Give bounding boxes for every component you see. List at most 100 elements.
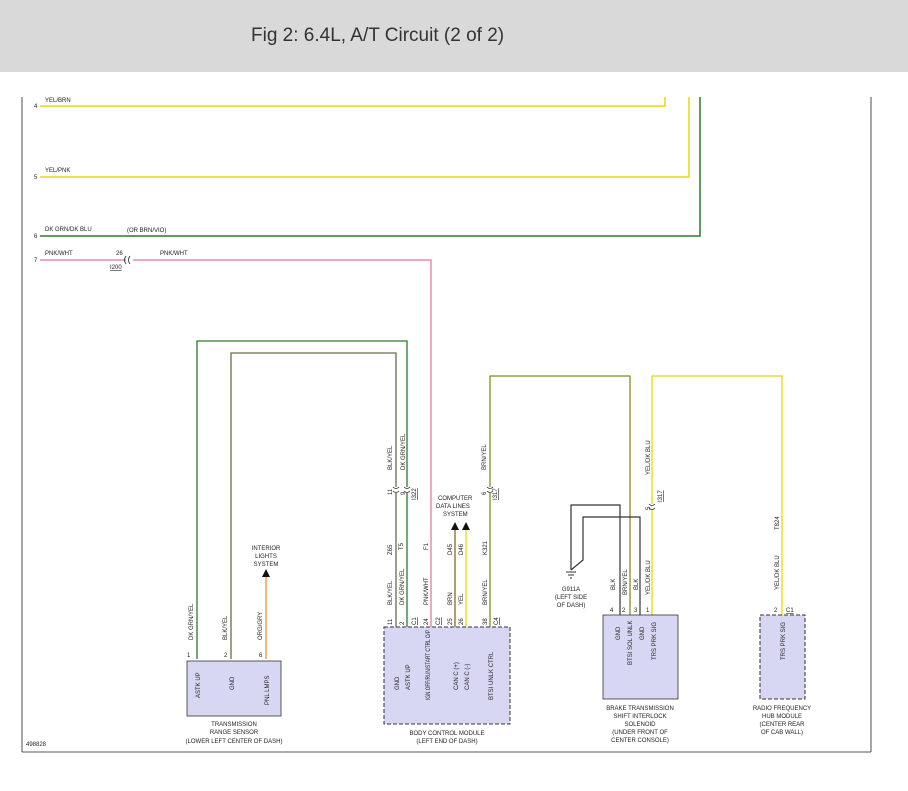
svg-text:(UNDER FRONT OF: (UNDER FRONT OF — [612, 730, 668, 736]
svg-text:4: 4 — [610, 608, 614, 614]
svg-text:K321: K321 — [483, 540, 489, 555]
circuit-5-wire: 5 YEL/PNK — [34, 97, 690, 181]
svg-text:BLK/YEL: BLK/YEL — [388, 445, 394, 470]
svg-text:GND: GND — [616, 626, 622, 640]
svg-text:1: 1 — [646, 608, 650, 614]
svg-text:5: 5 — [646, 506, 652, 510]
transmission-range-sensor: DK GRN/YEL BLK/YEL ORG/GRY 1 2 6 ASTK UP… — [186, 603, 283, 745]
svg-text:CAN C (+): CAN C (+) — [454, 662, 460, 690]
ground-g911a: G911A (LEFT SIDE OF DASH) — [555, 504, 641, 615]
svg-text:OF DASH): OF DASH) — [557, 603, 586, 609]
svg-text:I200: I200 — [110, 265, 122, 271]
svg-text:C2: C2 — [436, 617, 442, 625]
svg-text:3: 3 — [634, 608, 638, 614]
svg-text:BTSI SOL UNLK: BTSI SOL UNLK — [628, 621, 634, 665]
svg-text:BRN: BRN — [448, 592, 454, 605]
svg-text:SOLENOID: SOLENOID — [624, 722, 656, 728]
circuit-4-wire: 4 YEL/BRN — [34, 97, 666, 110]
btsi-unlk-wire: BRN/YEL 6 I317 — [482, 375, 631, 627]
svg-text:9: 9 — [401, 491, 407, 495]
svg-text:PNL LMPS: PNL LMPS — [265, 676, 271, 705]
bcm-wire-labels: BLK/YEL DK GRN/YEL PNK/WHT BRN YEL BRN/Y… — [388, 568, 489, 605]
svg-text:HUB MODULE: HUB MODULE — [762, 714, 802, 720]
circuit-7-wire: 7 PNK/WHT 26 I200 PNK/WHT — [34, 251, 432, 627]
svg-text:RANGE SENSOR: RANGE SENSOR — [210, 730, 259, 736]
svg-text:IGN OFF/RUN/START CTRL O/P: IGN OFF/RUN/START CTRL O/P — [426, 630, 432, 700]
svg-text:D45: D45 — [448, 543, 454, 555]
svg-text:(OR BRN/VIO): (OR BRN/VIO) — [127, 228, 166, 234]
svg-text:1: 1 — [187, 653, 191, 659]
svg-text:BLK: BLK — [634, 579, 640, 590]
svg-text:BRAKE TRANSMISSION: BRAKE TRANSMISSION — [606, 706, 674, 712]
svg-text:COMPUTER: COMPUTER — [438, 496, 473, 502]
svg-text:D46: D46 — [459, 543, 465, 555]
svg-text:BLK/YEL: BLK/YEL — [223, 615, 229, 640]
svg-text:6: 6 — [482, 491, 488, 495]
connector-i322: BLK/YEL DK GRN/YEL 11 9 I322 — [388, 433, 418, 500]
svg-text:DK GRN/YEL: DK GRN/YEL — [189, 603, 195, 640]
svg-text:2: 2 — [400, 621, 406, 625]
btsi-solenoid: BLK BRN/YEL BLK YEL/DK BLU 4 2 3 1 GND B… — [602, 560, 679, 744]
circuit-6-wire: 6 DK GRN/DK BLU (OR BRN/VIO) — [34, 97, 701, 240]
svg-text:RADIO FREQUENCY: RADIO FREQUENCY — [753, 706, 811, 712]
svg-text:CAN C (-): CAN C (-) — [465, 664, 471, 690]
svg-text:PNK/WHT: PNK/WHT — [45, 251, 73, 257]
svg-text:38: 38 — [483, 618, 489, 625]
svg-text:LIGHTS: LIGHTS — [255, 554, 277, 560]
svg-text:YEL/DK BLU: YEL/DK BLU — [646, 440, 652, 475]
figure-title: Fig 2: 6.4L, A/T Circuit (2 of 2) — [251, 25, 505, 46]
svg-text:I317: I317 — [493, 488, 499, 500]
svg-text:11: 11 — [388, 488, 394, 495]
svg-text:PNK/WHT: PNK/WHT — [424, 577, 430, 605]
svg-text:C1: C1 — [412, 617, 418, 625]
svg-text:26: 26 — [459, 618, 465, 625]
svg-text:BODY CONTROL MODULE: BODY CONTROL MODULE — [409, 731, 484, 737]
svg-text:2: 2 — [774, 608, 778, 614]
svg-text:YEL: YEL — [459, 593, 465, 605]
svg-text:T5: T5 — [399, 542, 405, 550]
svg-text:ASTK UP: ASTK UP — [406, 664, 412, 690]
svg-text:4: 4 — [34, 104, 38, 110]
svg-text:24: 24 — [424, 618, 430, 625]
svg-text:BTSI UNLK CTRL: BTSI UNLK CTRL — [489, 651, 495, 700]
svg-text:BRN/YEL: BRN/YEL — [482, 444, 488, 470]
svg-text:BRN/YEL: BRN/YEL — [483, 579, 489, 605]
svg-text:DK GRN/DK BLU: DK GRN/DK BLU — [45, 227, 92, 233]
figure-header: Fig 2: 6.4L, A/T Circuit (2 of 2) — [0, 0, 908, 72]
trs-prk-sig-wire: YEL/DK BLU 5 I317 — [646, 375, 783, 615]
svg-text:TRS PRK SIG: TRS PRK SIG — [652, 622, 658, 660]
svg-text:(CENTER REAR: (CENTER REAR — [759, 722, 805, 728]
svg-text:GND: GND — [230, 676, 236, 690]
svg-text:GND: GND — [640, 626, 646, 640]
svg-text:Z65: Z65 — [388, 544, 394, 555]
svg-text:25: 25 — [448, 618, 454, 625]
gnd-wire — [230, 352, 397, 659]
svg-text:G911A: G911A — [562, 587, 580, 593]
rf-hub-module: T824 YEL/DK BLU 2 C1 TRS PRK SIG RADIO F… — [753, 516, 811, 736]
svg-text:6: 6 — [259, 653, 263, 659]
svg-text:SHIFT INTERLOCK: SHIFT INTERLOCK — [613, 714, 666, 720]
svg-text:(LEFT SIDE: (LEFT SIDE — [555, 595, 587, 601]
svg-text:T824: T824 — [775, 516, 781, 530]
svg-text:DATA LINES: DATA LINES — [436, 504, 470, 510]
svg-text:DK GRN/YEL: DK GRN/YEL — [401, 433, 407, 470]
svg-text:2: 2 — [224, 653, 228, 659]
svg-text:CENTER CONSOLE): CENTER CONSOLE) — [611, 738, 669, 744]
svg-text:YEL/BRN: YEL/BRN — [45, 98, 71, 104]
svg-text:GND: GND — [395, 676, 401, 690]
svg-text:C4: C4 — [494, 617, 500, 625]
svg-text:I322: I322 — [412, 488, 418, 500]
svg-text:(LOWER LEFT CENTER OF DASH): (LOWER LEFT CENTER OF DASH) — [186, 739, 283, 745]
svg-text:BRN/YEL: BRN/YEL — [623, 569, 629, 595]
svg-text:C1: C1 — [786, 608, 794, 614]
svg-text:INTERIOR: INTERIOR — [252, 546, 281, 552]
svg-text:6: 6 — [34, 234, 38, 240]
interior-lights-wire: INTERIOR LIGHTS SYSTEM — [252, 546, 281, 659]
svg-text:YEL/DK BLU: YEL/DK BLU — [646, 560, 652, 595]
svg-text:BLK: BLK — [611, 579, 617, 590]
can-bus-wires: COMPUTER DATA LINES SYSTEM — [436, 496, 473, 627]
svg-text:5: 5 — [34, 175, 38, 181]
svg-text:(LEFT END OF DASH): (LEFT END OF DASH) — [416, 739, 477, 745]
body-control-module: GND ASTK UP IGN OFF/RUN/START CTRL O/P C… — [383, 626, 511, 745]
